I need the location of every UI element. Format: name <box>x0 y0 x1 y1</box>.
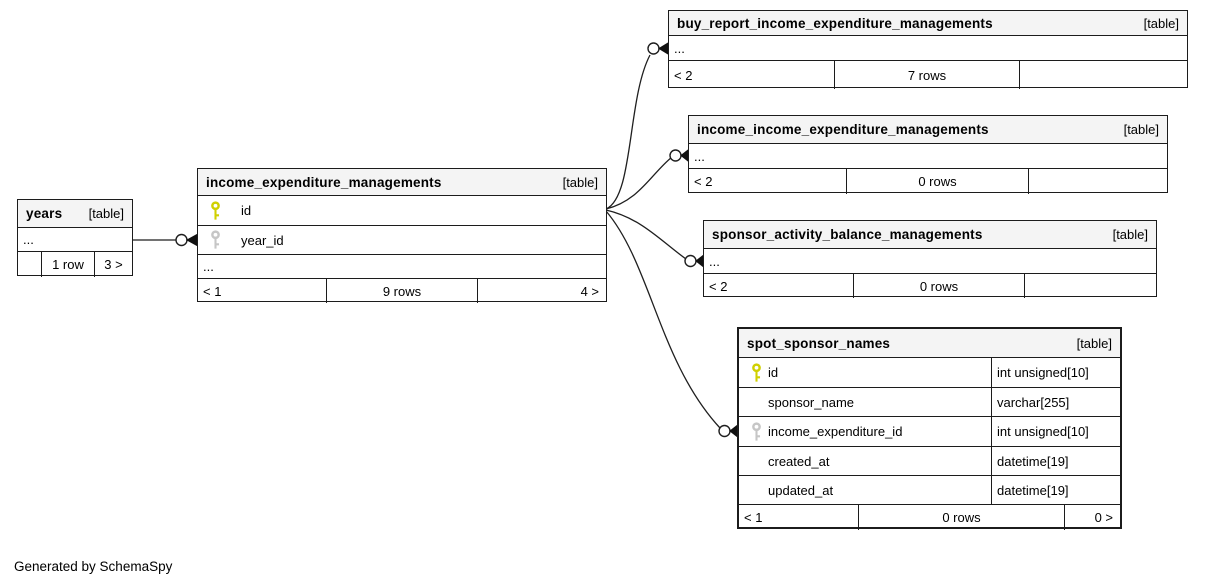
table-node-income-expenditure-managements[interactable]: income_expenditure_managements [table] i… <box>197 168 607 303</box>
column-row-updated-at: updated_at datetime[19] <box>739 476 1120 505</box>
table-footer: < 2 0 rows <box>689 169 1167 194</box>
table-tag: [table] <box>88 206 124 221</box>
column-row-income-expenditure-id: income_expenditure_id int unsigned[10] <box>739 417 1120 447</box>
column-name: id <box>241 203 252 218</box>
footer-children <box>1028 169 1167 194</box>
table-name[interactable]: spot_sponsor_names <box>747 335 891 351</box>
table-footer: < 1 9 rows 4 > <box>198 279 606 303</box>
table-name[interactable]: buy_report_income_expenditure_management… <box>677 15 993 31</box>
column-row-id: id <box>198 196 606 226</box>
column-row-id: id int unsigned[10] <box>739 358 1120 388</box>
table-node-spot-sponsor-names[interactable]: spot_sponsor_names [table] id int unsign… <box>737 327 1122 530</box>
table-tag: [table] <box>562 174 598 190</box>
edge-iem-to-buy-report <box>605 42 669 210</box>
table-header: income_income_expenditure_managements [t… <box>689 116 1167 144</box>
foreign-key-icon <box>211 230 220 249</box>
footer-parents <box>18 252 41 277</box>
footer-children: 3 > <box>94 252 132 277</box>
column-row-year-id: year_id <box>198 226 606 255</box>
footer-parents: < 2 <box>674 67 693 83</box>
table-node-years[interactable]: years [table] ... 1 row 3 > <box>17 199 133 277</box>
column-name: sponsor_name <box>768 394 854 410</box>
footer-parents: < 2 <box>694 174 713 189</box>
edge-iem-to-income-income <box>605 148 689 210</box>
table-tag: [table] <box>1112 227 1148 242</box>
footer-rowcount: 7 rows <box>834 61 1019 89</box>
table-node-sponsor-activity-balance-managements[interactable]: sponsor_activity_balance_managements [ta… <box>703 220 1157 298</box>
column-type: int unsigned[10] <box>991 358 1120 387</box>
column-name: income_expenditure_id <box>768 424 903 439</box>
table-footer: < 2 0 rows <box>704 274 1156 298</box>
hidden-columns-row: ... <box>198 255 606 279</box>
hidden-columns-row: ... <box>704 249 1156 274</box>
table-header: income_expenditure_managements [table] <box>198 169 606 196</box>
table-footer: < 1 0 rows 0 > <box>739 505 1120 530</box>
edge-years-to-income-expenditure-managements <box>133 233 198 247</box>
column-row-created-at: created_at datetime[19] <box>739 447 1120 476</box>
table-footer: < 2 7 rows <box>669 61 1187 89</box>
footer-rowcount: 0 rows <box>858 505 1064 530</box>
foreign-key-icon <box>752 421 761 441</box>
table-tag: [table] <box>1143 15 1179 31</box>
table-name[interactable]: income_expenditure_managements <box>206 174 442 190</box>
footer-rowcount: 0 rows <box>846 169 1028 194</box>
primary-key-icon <box>211 200 220 220</box>
footer-rowcount: 9 rows <box>326 279 477 303</box>
table-footer: 1 row 3 > <box>18 252 132 277</box>
footer-parents: < 2 <box>709 278 728 294</box>
column-type: int unsigned[10] <box>991 417 1120 446</box>
hidden-columns-row: ... <box>689 144 1167 169</box>
table-tag: [table] <box>1076 335 1112 351</box>
footer-children: 0 > <box>1064 505 1120 530</box>
footer-children: 4 > <box>477 279 606 303</box>
table-header: buy_report_income_expenditure_management… <box>669 11 1187 36</box>
table-name[interactable]: income_income_expenditure_managements <box>697 122 989 137</box>
column-name: updated_at <box>768 482 834 498</box>
column-row-sponsor-name: sponsor_name varchar[255] <box>739 388 1120 417</box>
table-header: years [table] <box>18 200 132 228</box>
footer-rowcount: 1 row <box>41 252 94 277</box>
table-tag: [table] <box>1123 122 1159 137</box>
column-type: varchar[255] <box>991 388 1120 416</box>
column-name: created_at <box>768 453 830 469</box>
table-header: sponsor_activity_balance_managements [ta… <box>704 221 1156 249</box>
generator-credit: Generated by SchemaSpy <box>14 559 173 574</box>
footer-children <box>1024 274 1156 298</box>
edge-iem-to-sponsor-activity <box>605 209 704 268</box>
column-name: year_id <box>241 232 284 248</box>
table-node-income-income-expenditure-managements[interactable]: income_income_expenditure_managements [t… <box>688 115 1168 194</box>
column-name: id <box>768 365 779 380</box>
primary-key-icon <box>752 362 761 382</box>
column-type: datetime[19] <box>991 476 1120 504</box>
footer-parents: < 1 <box>203 283 222 299</box>
footer-rowcount: 0 rows <box>853 274 1024 298</box>
table-name[interactable]: sponsor_activity_balance_managements <box>712 227 983 242</box>
table-node-buy-report-income-expenditure-managements[interactable]: buy_report_income_expenditure_management… <box>668 10 1188 89</box>
hidden-columns-row: ... <box>669 36 1187 61</box>
hidden-columns-row: ... <box>18 228 132 252</box>
table-header: spot_sponsor_names [table] <box>739 329 1120 358</box>
footer-parents: < 1 <box>744 510 763 525</box>
footer-children <box>1019 61 1187 89</box>
table-name[interactable]: years <box>26 206 63 221</box>
column-type: datetime[19] <box>991 447 1120 475</box>
